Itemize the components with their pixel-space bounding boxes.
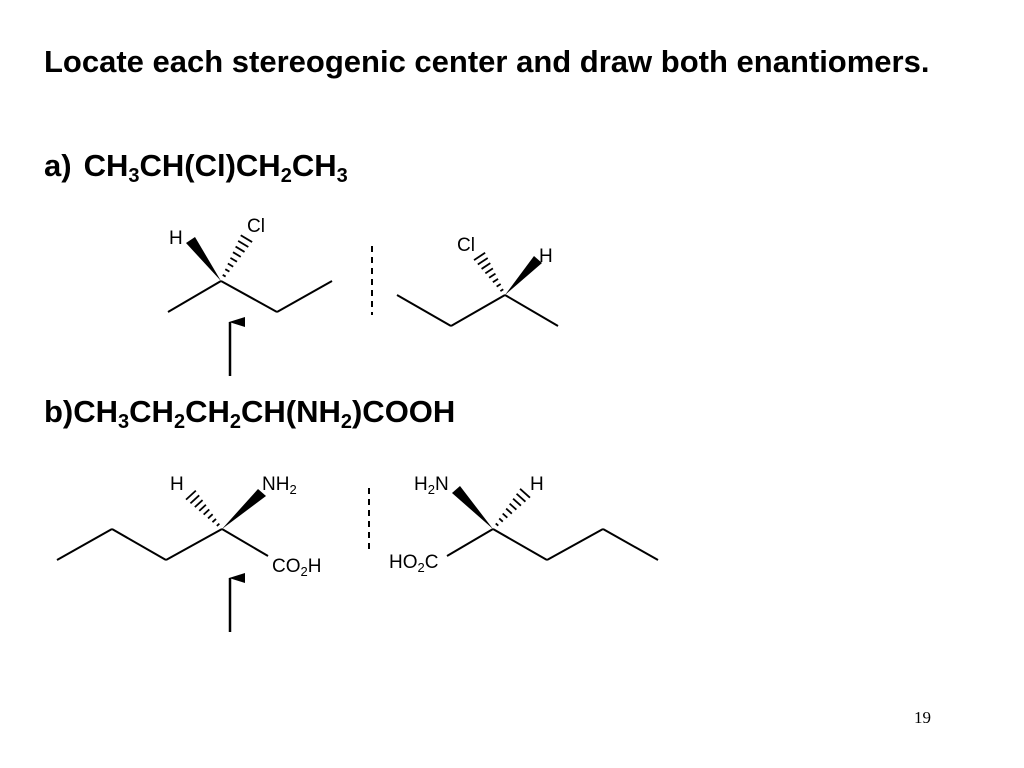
formula-b: b)CH3CH2CH2CH(NH2)COOH bbox=[44, 394, 456, 433]
skeleton-b-left bbox=[56, 528, 269, 561]
atom-h2n-b-right: H2N bbox=[414, 474, 449, 497]
molecule-a-right: Cl H bbox=[396, 235, 559, 327]
wedge-bond-a-right bbox=[505, 256, 542, 295]
hash-bond-a-right bbox=[473, 252, 504, 292]
skeleton-a-right bbox=[396, 294, 559, 327]
wedge-bond-b-right bbox=[452, 486, 493, 529]
skeleton-b-right bbox=[446, 528, 659, 561]
wedge-bond-a-left bbox=[186, 237, 221, 281]
atom-cl-a-right: Cl bbox=[457, 235, 475, 256]
hash-bond-b-right bbox=[495, 488, 531, 527]
hash-bond-b-left bbox=[185, 489, 220, 527]
atom-nh2-b-left: NH2 bbox=[262, 474, 297, 497]
part-b-label: b) bbox=[44, 394, 74, 429]
formula-b-text: CH3CH2CH2CH(NH2)COOH bbox=[73, 394, 456, 433]
skeleton-a-left bbox=[167, 280, 333, 313]
atom-h-a-left: H bbox=[169, 228, 183, 249]
wedge-bond-b-left bbox=[222, 489, 266, 529]
atom-h-b-right: H bbox=[530, 474, 544, 495]
formula-a: a) CH3CH(Cl)CH2CH3 bbox=[44, 148, 348, 187]
atom-ho2c-b-right: HO2C bbox=[389, 552, 438, 575]
atom-h-a-right: H bbox=[539, 246, 553, 267]
atom-cl-a-left: Cl bbox=[247, 216, 265, 237]
page-number: 19 bbox=[914, 708, 931, 727]
slide-title: Locate each stereogenic center and draw … bbox=[44, 44, 930, 79]
molecule-b-left: H NH2 CO2H bbox=[56, 474, 321, 579]
part-a-label: a) bbox=[44, 148, 72, 183]
molecule-a-left: H Cl bbox=[167, 216, 333, 313]
atom-h-b-left: H bbox=[170, 474, 184, 495]
formula-a-text: CH3CH(Cl)CH2CH3 bbox=[83, 148, 348, 187]
hash-bond-a-left bbox=[222, 234, 253, 278]
molecule-b-right: H2N H HO2C bbox=[389, 474, 659, 575]
atom-co2h-b-left: CO2H bbox=[272, 556, 321, 579]
